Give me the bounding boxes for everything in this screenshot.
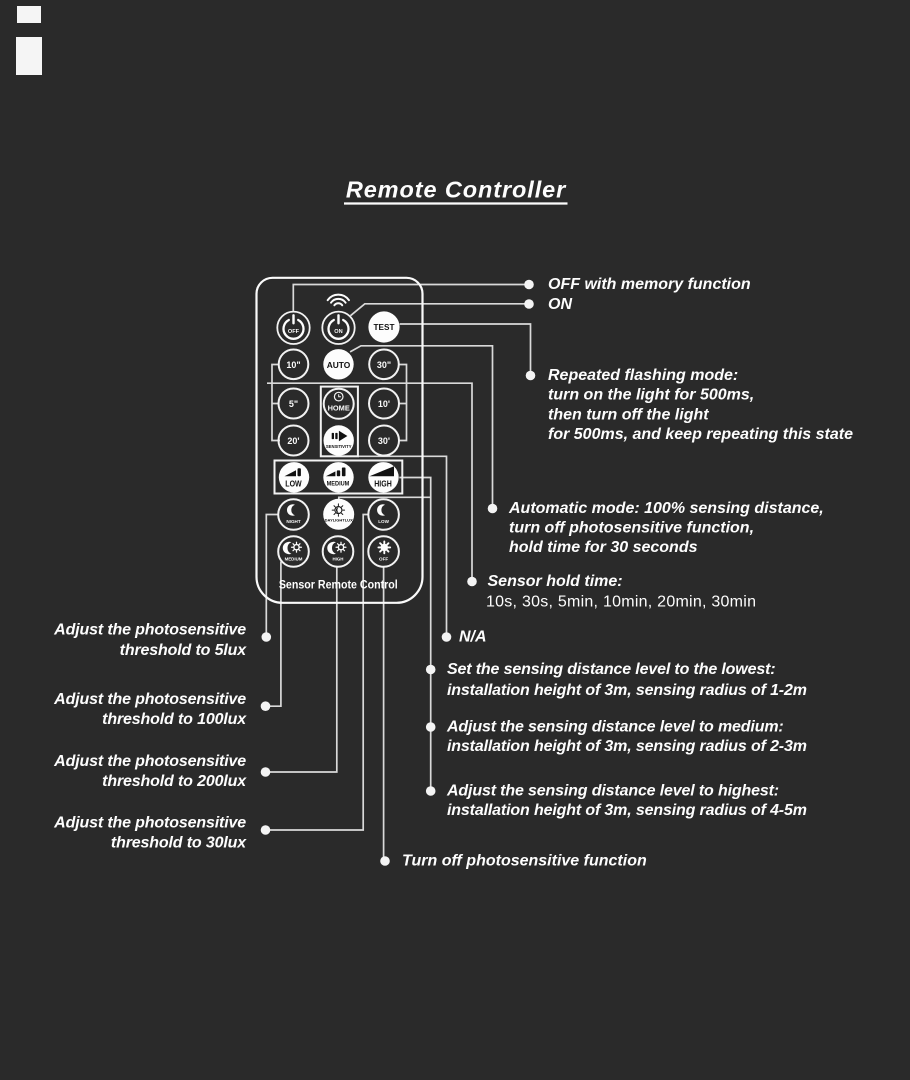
svg-text:ON: ON xyxy=(548,296,572,313)
svg-text:installation height of 3m, sen: installation height of 3m, sensing radiu… xyxy=(447,802,807,819)
svg-text:LOW: LOW xyxy=(285,479,302,489)
svg-text:Turn off photosensitive functi: Turn off photosensitive function xyxy=(402,853,647,870)
svg-text:NIGHT: NIGHT xyxy=(286,519,300,524)
svg-text:Adjust the photosensitive: Adjust the photosensitive xyxy=(53,753,246,770)
svg-text:Repeated flashing mode:: Repeated flashing mode: xyxy=(548,367,738,384)
svg-text:Set the sensing distance level: Set the sensing distance level to the lo… xyxy=(447,661,775,678)
svg-text:Adjust the photosensitive: Adjust the photosensitive xyxy=(53,691,246,708)
svg-text:HIGH: HIGH xyxy=(374,479,392,489)
svg-text:HIGH: HIGH xyxy=(333,556,344,561)
svg-text:TEST: TEST xyxy=(374,323,395,332)
svg-text:threshold to 30lux: threshold to 30lux xyxy=(111,835,247,852)
svg-text:N/A: N/A xyxy=(459,629,487,646)
svg-text:threshold to 200lux: threshold to 200lux xyxy=(102,773,247,790)
svg-text:5": 5" xyxy=(289,399,298,409)
svg-text:30": 30" xyxy=(377,360,391,370)
svg-text:MEDIUM: MEDIUM xyxy=(327,480,350,488)
svg-text:AUTO: AUTO xyxy=(327,360,351,370)
svg-text:OFF with memory function: OFF with memory function xyxy=(548,276,751,293)
svg-text:SENSITIVITY: SENSITIVITY xyxy=(326,444,352,449)
svg-text:MEDIUM: MEDIUM xyxy=(285,556,303,561)
svg-text:10": 10" xyxy=(286,360,300,370)
svg-text:hold time for 30 seconds: hold time for 30 seconds xyxy=(509,539,698,556)
svg-text:HOME: HOME xyxy=(328,403,350,412)
svg-text:30': 30' xyxy=(378,436,390,446)
svg-text:LOW: LOW xyxy=(378,519,389,524)
svg-text:turn on the light for 500ms,: turn on the light for 500ms, xyxy=(548,387,754,404)
svg-text:Adjust the sensing distance le: Adjust the sensing distance level to med… xyxy=(446,719,784,736)
svg-text:10s, 30s, 5min, 10min, 20min,: 10s, 30s, 5min, 10min, 20min, 30min xyxy=(486,594,756,611)
svg-text:threshold to 100lux: threshold to 100lux xyxy=(102,711,247,728)
svg-text:DAYLIGHTLUX: DAYLIGHTLUX xyxy=(325,517,353,522)
svg-text:Automatic mode: 100% sensing d: Automatic mode: 100% sensing distance, xyxy=(508,500,824,517)
svg-text:Adjust the sensing distance le: Adjust the sensing distance level to hig… xyxy=(446,783,779,800)
svg-text:Remote Controller: Remote Controller xyxy=(346,177,567,203)
svg-text:Adjust the photosensitive: Adjust the photosensitive xyxy=(53,815,246,832)
svg-text:Adjust the photosensitive: Adjust the photosensitive xyxy=(53,621,246,638)
svg-text:installation height of 3m, sen: installation height of 3m, sensing radiu… xyxy=(447,682,807,699)
svg-text:installation height of 3m, sen: installation height of 3m, sensing radiu… xyxy=(447,738,807,755)
svg-text:turn off photosensitive functi: turn off photosensitive function, xyxy=(509,520,754,537)
svg-text:OFF: OFF xyxy=(379,556,388,561)
svg-text:for 500ms, and keep repeating: for 500ms, and keep repeating this state xyxy=(548,426,853,443)
svg-text:ON: ON xyxy=(334,329,342,335)
svg-text:then turn off the light: then turn off the light xyxy=(548,406,709,423)
svg-text:threshold to 5lux: threshold to 5lux xyxy=(120,642,248,659)
svg-text:Sensor hold time:: Sensor hold time: xyxy=(488,573,623,590)
svg-text:10': 10' xyxy=(378,399,390,409)
svg-text:Sensor Remote Control: Sensor Remote Control xyxy=(279,579,398,592)
svg-text:20': 20' xyxy=(287,436,299,446)
svg-text:OFF: OFF xyxy=(288,329,300,335)
